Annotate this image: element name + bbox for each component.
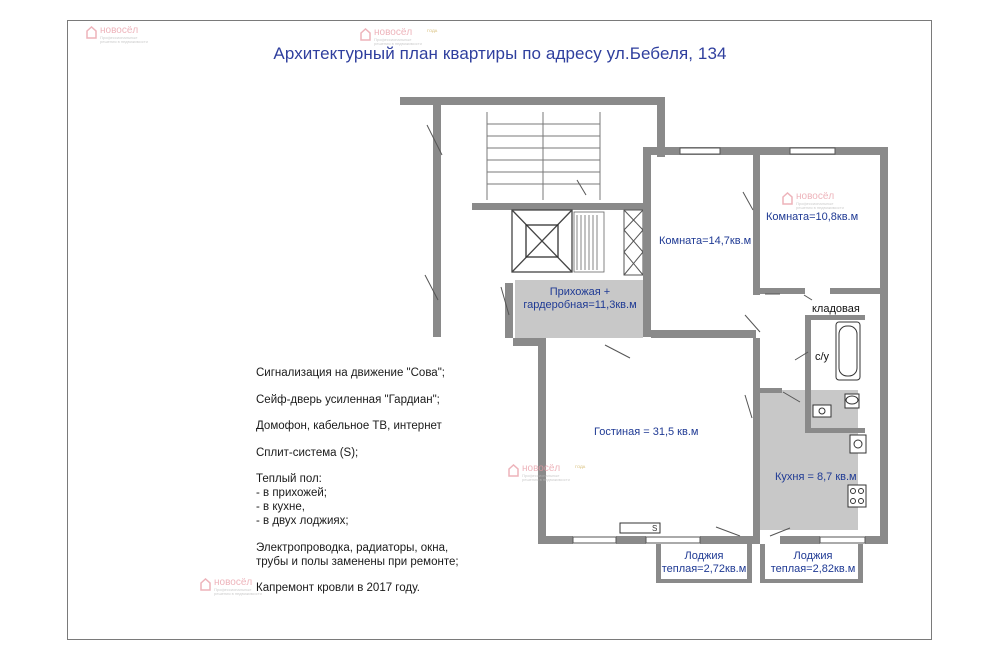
house-logo-icon bbox=[508, 464, 519, 477]
watermark-tagline: Профессиональные решения в недвижимости bbox=[796, 201, 844, 210]
watermark-brand: новосёл bbox=[796, 191, 835, 202]
elevator-lobby-stairs bbox=[573, 211, 605, 273]
note-floor-title: Теплый пол: bbox=[256, 473, 322, 485]
washbasin bbox=[812, 404, 832, 418]
note-wiring-line-1: Электропроводка, радиаторы, окна, bbox=[256, 541, 449, 554]
label-loggia-1-line-1: Лоджия bbox=[684, 550, 724, 562]
door-swings bbox=[424, 124, 813, 537]
walls bbox=[505, 147, 888, 583]
watermark-tagline: Профессиональные решения в недвижимости bbox=[374, 37, 422, 46]
house-logo-icon bbox=[86, 26, 97, 39]
toilet bbox=[844, 393, 860, 409]
label-hallway-line-2: гардеробная=11,3кв.м bbox=[523, 299, 637, 311]
elevator-shaft bbox=[511, 209, 573, 273]
bathtub bbox=[835, 321, 861, 381]
label-kitchen: Кухня = 8,7 кв.м bbox=[775, 471, 857, 483]
watermark-logo: новосёл Профессиональные решения в недви… bbox=[508, 464, 585, 482]
watermark-brand: новосёл bbox=[100, 25, 139, 36]
label-loggia-2-line-2: теплая=2,82кв.м bbox=[770, 563, 856, 575]
note-alarm: Сигнализация на движение "Сова"; bbox=[256, 367, 445, 379]
ac-unit bbox=[619, 522, 661, 534]
watermark-brand: новосёл bbox=[522, 463, 561, 474]
watermark-logo: новосёл Профессиональные решения в недви… bbox=[360, 28, 437, 46]
watermark-logo: новосёл Профессиональные решения в недви… bbox=[86, 26, 148, 44]
label-room-1: Комната=14,7кв.м bbox=[659, 235, 752, 247]
ac-marker: S bbox=[652, 524, 657, 533]
label-storage: кладовая bbox=[812, 303, 860, 315]
label-loggia-2-line-1: Лоджия bbox=[793, 550, 833, 562]
watermark-logo: новосёл Профессиональные решения в недви… bbox=[200, 578, 262, 596]
stairwell bbox=[400, 97, 665, 337]
note-intercom: Домофон, кабельное ТВ, интернет bbox=[256, 420, 442, 432]
label-loggia-1-line-2: теплая=2,72кв.м bbox=[661, 563, 747, 575]
wardrobe bbox=[623, 209, 644, 276]
hall-floor bbox=[515, 280, 643, 338]
label-loggia-1: Лоджия теплая=2,72кв.м bbox=[656, 550, 752, 576]
label-living-room: Гостиная = 31,5 кв.м bbox=[594, 426, 699, 438]
note-wiring-line-2: трубы и полы заменены при ремонте; bbox=[256, 555, 459, 568]
watermark-gold: ГОДА bbox=[575, 464, 586, 469]
label-bathroom: с/у bbox=[815, 351, 830, 363]
note-door: Сейф-дверь усиленная "Гардиан"; bbox=[256, 393, 440, 406]
watermark-brand: новосёл bbox=[374, 27, 413, 38]
watermark-logo: новосёл Профессиональные решения в недви… bbox=[782, 192, 844, 210]
apartment-notes: Сигнализация на движение "Сова"; Сейф-дв… bbox=[256, 366, 516, 608]
windows bbox=[572, 147, 866, 544]
note-roof: Капремонт кровли в 2017 году. bbox=[256, 582, 420, 594]
label-loggia-2: Лоджия теплая=2,82кв.м bbox=[763, 550, 863, 576]
watermark-brand: новосёл bbox=[214, 577, 253, 588]
house-logo-icon bbox=[782, 192, 793, 205]
watermark-gold: ГОДА bbox=[427, 28, 438, 33]
watermark-tagline: Профессиональные решения в недвижимости bbox=[214, 587, 262, 596]
page-title: Архитектурный план квартиры по адресу ул… bbox=[273, 44, 727, 63]
label-hallway: Прихожая + гардеробная=11,3кв.м bbox=[505, 286, 655, 312]
note-floor-item: - в кухне, bbox=[256, 501, 305, 513]
label-room-2: Комната=10,8кв.м bbox=[766, 211, 859, 223]
note-floor-heating: Теплый пол: - в прихожей; - в кухне, - в… bbox=[256, 472, 516, 528]
note-floor-item: - в прихожей; bbox=[256, 487, 327, 499]
note-wiring: Электропроводка, радиаторы, окна, трубы … bbox=[256, 541, 516, 569]
note-split: Сплит-система (S); bbox=[256, 446, 359, 459]
house-logo-icon bbox=[200, 578, 211, 591]
watermark-tagline: Профессиональные решения в недвижимости bbox=[522, 473, 570, 482]
drawing-frame bbox=[67, 20, 932, 640]
watermark-tagline: Профессиональные решения в недвижимости bbox=[100, 35, 148, 44]
note-floor-item: - в двух лоджиях; bbox=[256, 515, 349, 527]
stove bbox=[847, 484, 867, 508]
house-logo-icon bbox=[360, 28, 371, 41]
stair-steps bbox=[486, 112, 601, 200]
kitchen-sink bbox=[849, 434, 867, 454]
label-hallway-line-1: Прихожая + bbox=[549, 286, 611, 298]
